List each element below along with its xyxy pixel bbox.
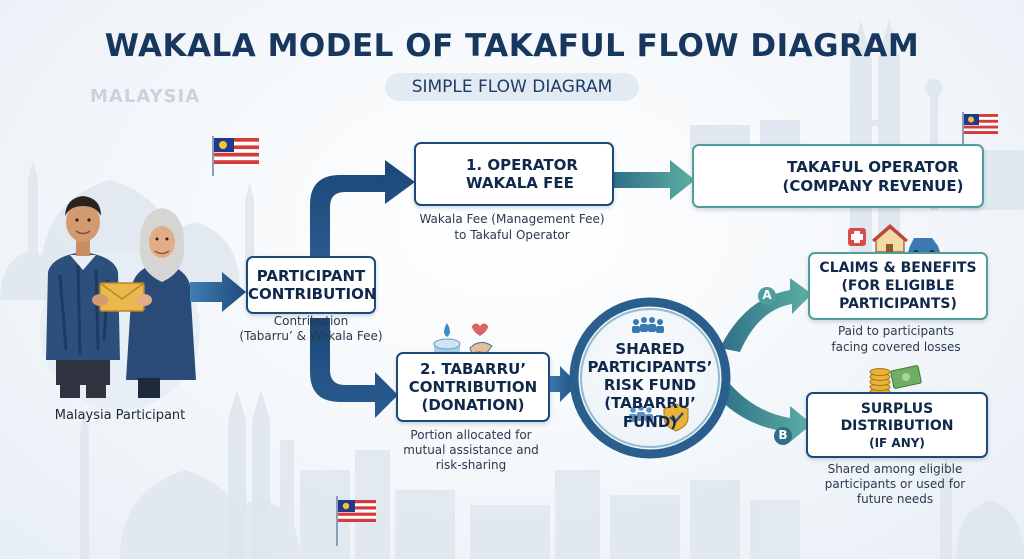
twin-towers-bottom [228,390,270,559]
branch-a-label: A [762,288,772,302]
branch-a-badge [758,287,776,305]
participant-label: Malaysia Participant [54,408,186,423]
tabarru-title-line1: 2. TABARRU’ [419,360,527,378]
wakala-fee-box: 1. OPERATOR WAKALA FEE [414,142,614,206]
surplus-title-line1: SURPLUS [860,401,934,417]
diagram-subtitle: SIMPLE FLOW DIAGRAM [385,73,639,101]
claims-title-line2: (FOR ELIGIBLE [841,278,955,294]
female-participant-figure [126,208,196,398]
contribution-caption-line1: Contribution [273,314,349,328]
tabarru-title-line2: CONTRIBUTION [408,378,538,396]
surplus-caption-line3: future needs [856,492,934,506]
arrow-fund-to-claims [720,278,812,352]
arrow-wakala-fee-to-operator [612,160,695,200]
fund-line2: PARTICIPANTS’ [587,358,713,376]
tabarru-title-line3: (DONATION) [421,396,525,414]
surplus-title-line2: DISTRIBUTION [840,418,954,434]
arrow-contribution-to-wakala-fee [310,160,415,268]
country-watermark: MALAYSIA [90,86,201,107]
arrow-tabarru-to-fund [547,366,578,402]
surplus-distribution-box: SURPLUS DISTRIBUTION (IF ANY) [806,392,988,458]
coins-cash-icon [869,365,922,396]
surplus-caption-line1: Shared among eligible [827,462,963,476]
tabarru-caption-line1: Portion allocated for [410,428,532,442]
operator-title-line2: (COMPANY REVENUE) [782,177,964,195]
flag-icon [962,112,998,152]
envelope-icon [92,282,152,312]
flag-icon [336,496,376,546]
tabarru-caption-line3: risk-sharing [435,458,507,472]
tabarru-caption-line2: mutual assistance and [403,443,539,457]
diagram-title: WAKALA MODEL OF TAKAFUL FLOW DIAGRAM [104,28,920,64]
wakala-fee-caption-line1: Wakala Fee (Management Fee) [419,212,605,226]
claims-caption-line1: Paid to participants [837,324,955,338]
participant-contribution-box: PARTICIPANT CONTRIBUTION [246,256,376,314]
fund-line4: (TABARRU’ FUND) [604,394,696,431]
operator-title-line1: TAKAFUL OPERATOR [787,158,959,176]
male-participant-figure [46,196,120,398]
wakala-fee-caption-line2: to Takaful Operator [454,228,570,242]
contribution-caption-line2: (Tabarru’ & Wakala Fee) [239,329,383,343]
arrow-fund-to-surplus [718,384,812,442]
people-shield-icon [629,317,689,432]
claims-benefits-box: CLAIMS & BENEFITS (FOR ELIGIBLE PARTICIP… [808,252,988,320]
arrow-participant-to-contribution [190,272,246,312]
wakala-fee-title-line1: 1. OPERATOR [466,156,578,174]
wakala-fee-title-line2: WAKALA FEE [466,174,574,192]
claims-title-line1: CLAIMS & BENEFITS [819,260,977,276]
contribution-title-line1: PARTICIPANT [256,267,366,285]
fund-line1: SHARED [615,340,685,358]
branch-b-badge [774,427,792,445]
tabarru-contribution-box: 2. TABARRU’ CONTRIBUTION (DONATION) [396,352,550,422]
surplus-title-line3: (IF ANY) [869,436,925,450]
claims-caption-line2: facing covered losses [831,340,961,354]
flag-icon [212,136,259,176]
claims-title-line3: PARTICIPANTS) [839,296,957,312]
arrow-contribution-to-tabarru [310,318,398,418]
contribution-title-line2: CONTRIBUTION [248,285,377,303]
mosque-silhouette-bottom [80,410,1024,559]
fund-line3: RISK FUND [603,376,697,394]
takaful-operator-box: TAKAFUL OPERATOR (COMPANY REVENUE) [692,144,984,208]
branch-b-label: B [778,428,788,442]
surplus-caption-line2: participants or used for [824,477,966,491]
